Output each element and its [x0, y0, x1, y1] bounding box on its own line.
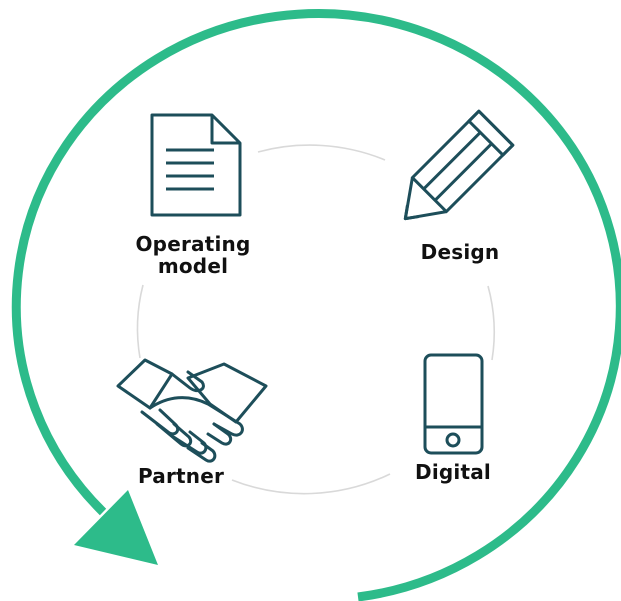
inner-ring-arc-right [487, 285, 495, 361]
inner-ring-arc-bottom [231, 473, 391, 495]
label-partner: Partner [123, 465, 239, 487]
inner-ring-arc-top [257, 144, 386, 161]
label-design: Design [405, 241, 515, 263]
handshake-icon [116, 358, 268, 463]
label-operating-model: Operating model [118, 233, 268, 277]
label-digital-text: Digital [415, 460, 491, 484]
label-operating-model-line2: model [157, 254, 229, 278]
document-icon [150, 113, 242, 217]
label-digital: Digital [398, 461, 508, 483]
inner-ring-arc-left [136, 284, 144, 359]
label-partner-text: Partner [137, 464, 225, 488]
label-operating-model-line1: Operating [135, 232, 251, 256]
cycle-arrow-arc [11, 9, 621, 601]
cycle-arrow-head [74, 490, 158, 565]
label-design-text: Design [420, 240, 500, 264]
smartphone-icon [423, 353, 484, 455]
pencil-icon [403, 109, 515, 221]
inner-ring [136, 144, 495, 495]
